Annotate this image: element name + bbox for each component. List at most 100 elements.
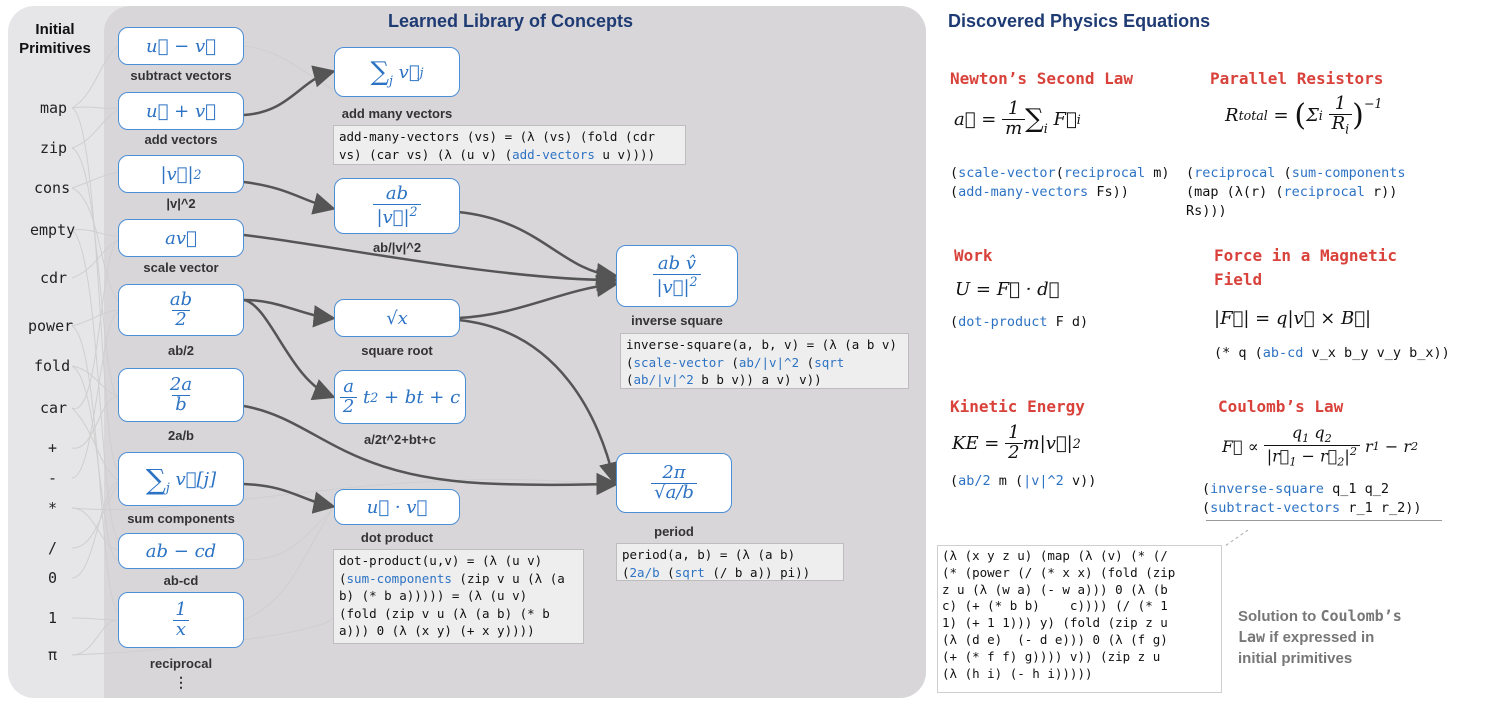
eq-newton-code-c1e: m)	[1145, 165, 1170, 181]
eq-coulomb-code-c1c: q_1 q_2	[1323, 481, 1389, 497]
period-code-line2e: (/ b a)) pi))	[704, 564, 811, 580]
period-code-ref-sqrt: sqrt	[674, 564, 705, 580]
eq-newton-title: Newton’s Second Law	[950, 69, 1134, 88]
solution-note-text2: if expressed in	[1265, 629, 1375, 646]
primitive-pi: π	[48, 646, 58, 664]
eq-magnetic-code: (* q (ab-cd v_x b_y v_y b_x))	[1214, 344, 1450, 363]
eq-kinetic-code-c1e: v))	[1063, 473, 1097, 489]
eq-resistors-title: Parallel Resistors	[1210, 69, 1384, 88]
concept-ab-cd-label: ab-cd	[163, 573, 199, 588]
dot-product-code-line1: dot-product(u,v) = (λ (u v)	[339, 553, 543, 568]
inverse-square-code-ref-ab2: ab/|v|^2	[633, 372, 694, 387]
eq-coulomb-code: (inverse-square q_1 q_2 (subtract-vector…	[1202, 480, 1421, 518]
primitive-empty: empty	[30, 221, 76, 239]
concept-add-many-vectors-label: add many vectors	[341, 106, 453, 121]
eq-work-formula: U = F⃗ · d⃗	[955, 279, 1060, 300]
primitive-cdr: cdr	[40, 269, 68, 287]
primitive-cons: cons	[34, 179, 71, 197]
concept-period-formula: 2π√a/b	[616, 453, 732, 513]
concept-inverse-square-label: inverse square	[631, 313, 723, 328]
period-code-line2c: (	[659, 564, 675, 580]
concept-reciprocal-label: reciprocal	[149, 656, 213, 671]
equations-title: Discovered Physics Equations	[948, 11, 1211, 31]
eq-resistors-code-c1c: (	[1275, 165, 1292, 181]
dot-product-code-line4: (fold (zip v u (λ (a b) (* b	[339, 605, 550, 621]
library-title: Learned Library of Concepts	[388, 11, 634, 31]
eq-newton-code-c1c: (	[1055, 165, 1064, 181]
primitive-times: *	[48, 499, 58, 517]
inverse-square-code-line1: inverse-square(a, b, v) = (λ (a b v)	[626, 337, 897, 352]
concept-norm-sq-label: |v|^2	[166, 196, 196, 211]
eq-resistors-code-c1a: (	[1186, 165, 1195, 181]
inverse-square-code: inverse-square(a, b, v) = (λ (a b v) (sc…	[620, 333, 909, 389]
period-code-ref-2ab: 2a/b	[629, 564, 660, 580]
dot-product-code-ref: sum-components	[346, 570, 452, 586]
primitive-divide: /	[48, 539, 58, 557]
primitive-car: car	[40, 399, 68, 417]
concept-dot-product-label: dot product	[360, 530, 434, 545]
eq-newton-code-c2a: (	[950, 184, 959, 200]
concept-quadratic-label: a/2t^2+bt+c	[364, 432, 436, 447]
concept-subtract-vectors-label: subtract vectors	[130, 68, 232, 83]
inverse-square-code-line3a: (	[626, 372, 634, 387]
primitive-power: power	[28, 317, 74, 335]
concept-ab-over-2-label: ab/2	[167, 343, 194, 358]
concept-sum-components-label: sum components	[127, 511, 235, 526]
eq-newton-code: (scale-vector(reciprocal m) (add-many-ve…	[950, 164, 1170, 202]
solution-line-1: (λ (x y z u) (map (λ (v) (* (/	[942, 548, 1168, 563]
solution-note-line2: Law if expressed in	[1238, 627, 1402, 648]
inverse-square-code-ref-ab: ab/|v|^2	[738, 354, 800, 370]
add-many-vectors-code-ref: add-vectors	[512, 146, 595, 162]
eq-newton-code-ref-scale: scale-vector	[958, 165, 1056, 181]
eq-work-title: Work	[954, 246, 993, 265]
solution-line-2: (* (power (/ (* x x) (fold (zip	[942, 564, 1176, 580]
primitives-title: Initial Primitives	[14, 20, 96, 58]
solution-line-7: (+ (* f f) g)))) v)) (zip z u	[942, 648, 1161, 664]
add-many-vectors-code-line2a: vs) (car vs) (λ (u v) (	[339, 146, 513, 162]
eq-magnetic-title: Force in a Magnetic Field	[1214, 244, 1397, 292]
dot-product-code: dot-product(u,v) = (λ (u v) (sum-compone…	[333, 549, 584, 644]
concept-square-root-label: square root	[361, 343, 433, 358]
eq-work-code-c1a: (	[950, 314, 959, 330]
add-many-vectors-code: add-many-vectors (vs) = (λ (vs) (fold (c…	[333, 125, 686, 165]
concept-square-root-formula: √x	[334, 299, 460, 337]
eq-coulomb-code-c2a: (	[1202, 500, 1211, 516]
inverse-square-code-ref-sqrt: sqrt	[814, 354, 845, 370]
concept-add-many-vectors-formula: ∑j v⃗j	[334, 47, 460, 97]
add-many-vectors-code-line1: add-many-vectors (vs) = (λ (vs) (fold (c…	[339, 129, 656, 144]
concept-subtract-vectors-formula: u⃗ − v⃗	[118, 27, 244, 65]
coulomb-underline	[1206, 520, 1442, 521]
eq-resistors-code-ref-recip: reciprocal	[1194, 165, 1276, 181]
eq-magnetic-code-ref-abcd: ab-cd	[1262, 345, 1304, 361]
primitives-title-line2: Primitives	[19, 40, 91, 57]
concept-add-vectors-formula: u⃗ + v⃗	[118, 92, 244, 130]
eq-magnetic-code-c1a: (* q (	[1214, 345, 1263, 361]
eq-resistors-code-c2c: r))	[1364, 184, 1398, 200]
eq-magnetic-formula: |F⃗| = q|v⃗ × B⃗|	[1214, 308, 1372, 329]
eq-newton-code-c1a: (	[950, 165, 959, 181]
eq-resistors-code: (reciprocal (sum-components (map (λ(r) (…	[1186, 164, 1405, 221]
solution-note-line1: Solution to Coulomb’s	[1238, 606, 1402, 627]
concept-sum-components-formula: ∑j v⃗[j]	[118, 452, 244, 506]
eq-kinetic-code-c1a: (	[950, 473, 959, 489]
eq-coulomb-code-ref-invsq: inverse-square	[1210, 481, 1324, 497]
concept-add-vectors-label: add vectors	[144, 132, 218, 147]
concept-period-label: period	[654, 524, 694, 539]
eq-kinetic-title: Kinetic Energy	[950, 397, 1085, 416]
eq-resistors-code-c2a: (map (λ(r) (	[1186, 184, 1284, 200]
concept-scale-vector-label: scale vector	[143, 260, 219, 275]
primitive-plus: +	[48, 439, 58, 457]
period-code: period(a, b) = (λ (a b) (2a/b (sqrt (/ b…	[616, 543, 844, 581]
eq-coulomb-code-c2c: r_1 r_2))	[1340, 500, 1422, 516]
primitives-title-line1: Initial	[35, 21, 75, 38]
eq-magnetic-code-c1c: v_x b_y v_y b_x))	[1303, 345, 1450, 361]
inverse-square-code-line3c: b b v)) a v) v))	[693, 372, 822, 387]
eq-work-code: (dot-product F d)	[950, 313, 1088, 332]
